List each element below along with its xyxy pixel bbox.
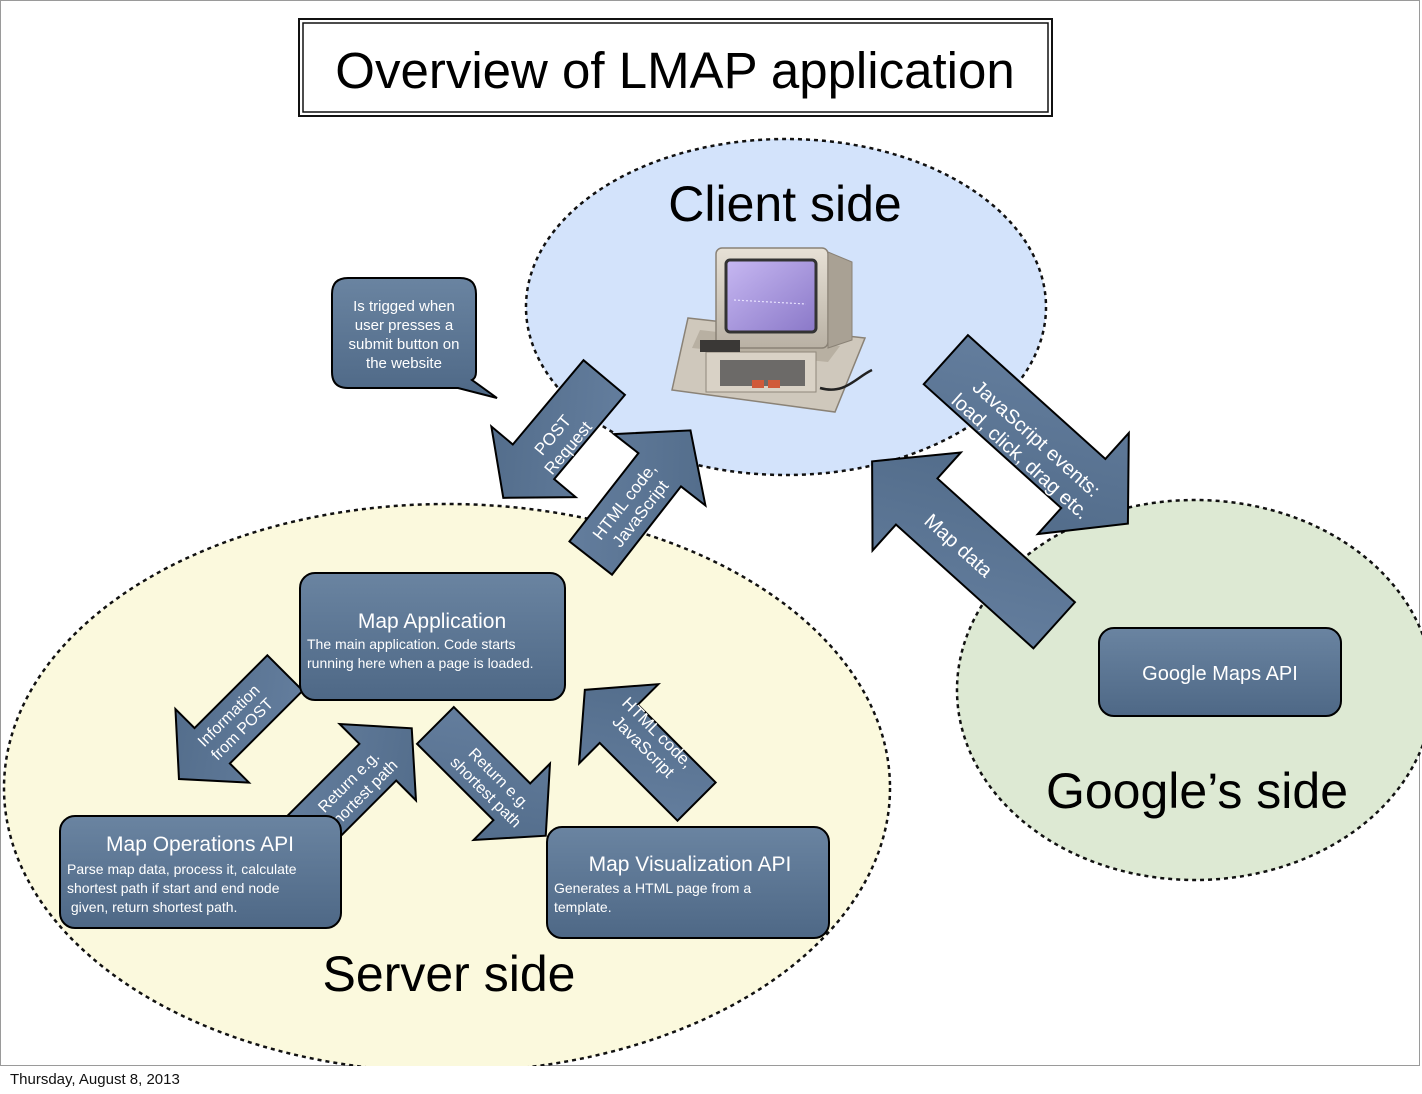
map-application-desc-2: running here when a page is loaded. bbox=[307, 655, 534, 671]
page-title: Overview of LMAP application bbox=[335, 42, 1014, 99]
html-js-client-arrow bbox=[568, 429, 707, 577]
map-operations-desc-2: shortest path if start and end node bbox=[67, 880, 280, 896]
info-from-post-arrow bbox=[174, 653, 305, 784]
js-events-arrow bbox=[922, 333, 1130, 536]
map-application-box: Map Application The main application. Co… bbox=[299, 572, 566, 701]
return-right-arrow bbox=[415, 705, 552, 842]
trigger-callout: Is trigged when user presses a submit bu… bbox=[331, 277, 498, 399]
callout-line-1: Is trigged when bbox=[353, 298, 455, 315]
client-side-label: Client side bbox=[668, 176, 901, 232]
map-visualization-desc-1: Generates a HTML page from a bbox=[554, 880, 751, 896]
map-operations-box: Map Operations API Parse map data, proce… bbox=[59, 815, 342, 929]
callout-line-2: user presses a bbox=[355, 317, 454, 334]
server-side-label: Server side bbox=[323, 946, 576, 1002]
map-application-desc-1: The main application. Code starts bbox=[307, 636, 516, 652]
google-side-label: Google’s side bbox=[1046, 763, 1348, 819]
map-application-title: Map Application bbox=[358, 610, 506, 633]
title-box: Overview of LMAP application bbox=[298, 18, 1053, 117]
computer-icon bbox=[671, 247, 873, 413]
callout-line-4: the website bbox=[366, 355, 442, 372]
map-operations-title: Map Operations API bbox=[106, 833, 294, 856]
map-visualization-title: Map Visualization API bbox=[589, 853, 792, 876]
slide-border bbox=[0, 0, 1420, 1066]
footer-date: Thursday, August 8, 2013 bbox=[10, 1071, 180, 1088]
html-js-server-arrow bbox=[577, 682, 718, 823]
map-visualization-box: Map Visualization API Generates a HTML p… bbox=[546, 826, 830, 939]
map-operations-desc-1: Parse map data, process it, calculate bbox=[67, 861, 297, 877]
map-operations-desc-3: given, return shortest path. bbox=[67, 899, 237, 915]
google-maps-api-title: Google Maps API bbox=[1142, 663, 1298, 685]
map-data-arrow bbox=[871, 451, 1077, 650]
google-maps-api-box: Google Maps API bbox=[1098, 627, 1342, 717]
map-visualization-desc-2: template. bbox=[554, 899, 612, 915]
diagram-canvas: Overview of LMAP application Client side… bbox=[2, 18, 1422, 1066]
post-request-arrow bbox=[489, 358, 627, 499]
callout-line-3: submit button on bbox=[349, 336, 460, 353]
